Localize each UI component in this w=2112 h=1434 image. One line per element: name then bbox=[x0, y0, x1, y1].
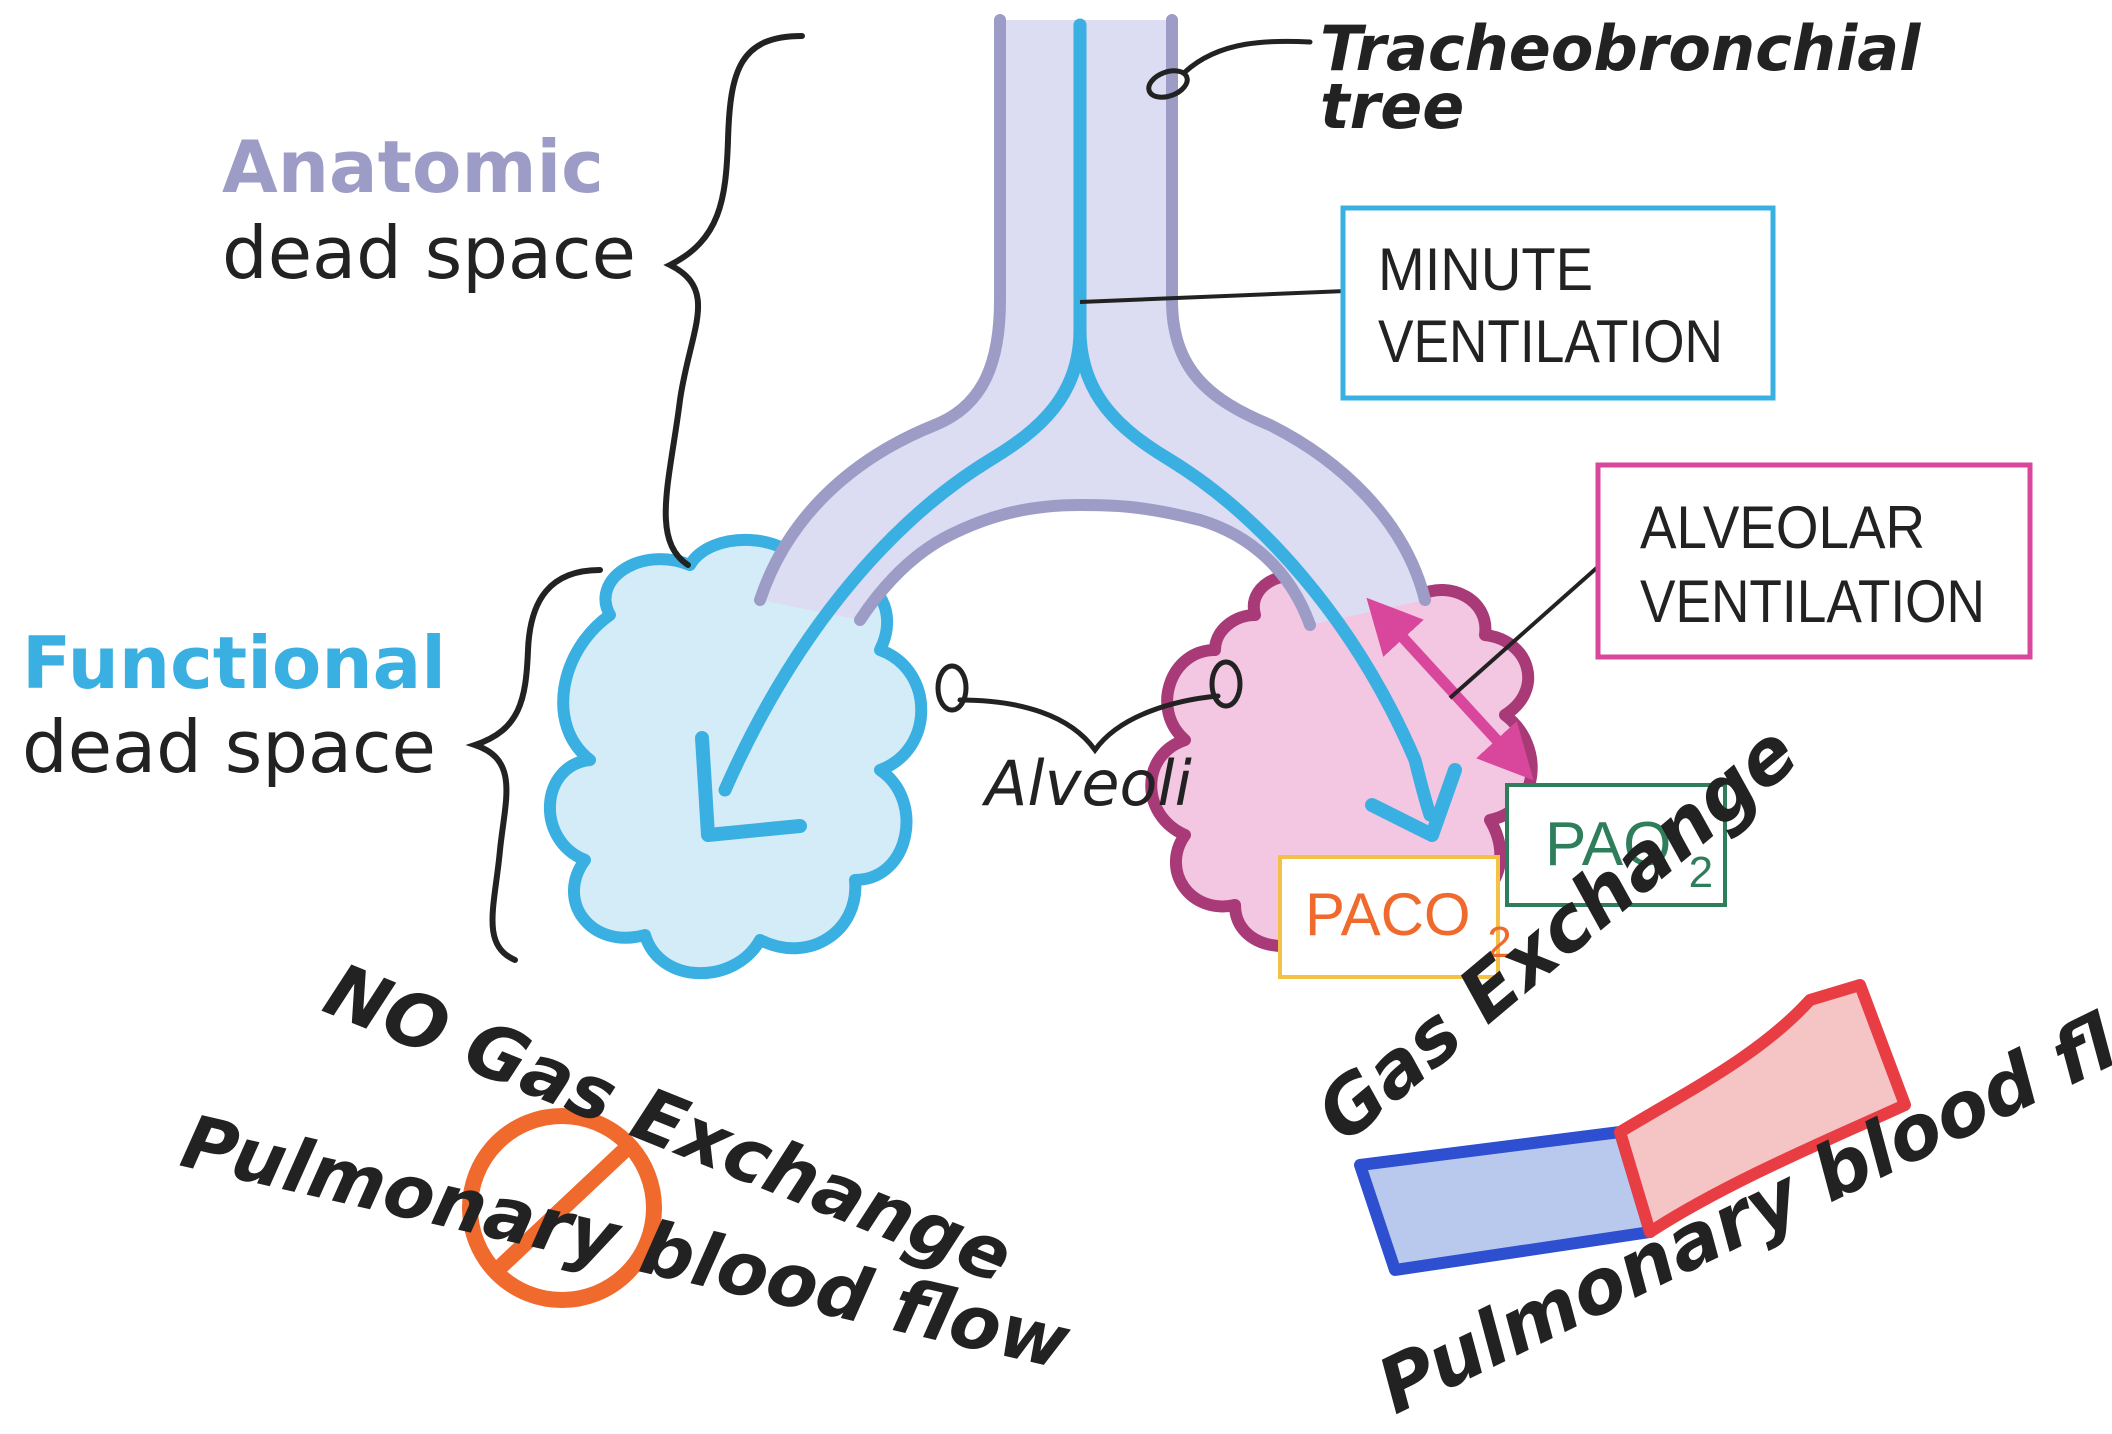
minute-ventilation-line1: MINUTE bbox=[1378, 236, 1593, 303]
anatomic-title: Anatomic bbox=[222, 125, 604, 209]
paco2-main: PACO bbox=[1305, 881, 1471, 948]
alveolar-ventilation-line1: ALVEOLAR bbox=[1640, 494, 1925, 561]
functional-subtitle: dead space bbox=[22, 705, 436, 789]
alveoli-pointer-ring-left bbox=[938, 666, 966, 710]
functional-title: Functional bbox=[22, 621, 446, 705]
trachea-pointer-line bbox=[1185, 41, 1310, 72]
anatomic-brace bbox=[666, 36, 802, 565]
anatomic-subtitle: dead space bbox=[222, 211, 636, 295]
alveoli-label: Alveoli bbox=[981, 747, 1192, 820]
trachea-label-line2: tree bbox=[1320, 70, 1464, 143]
alveolar-ventilation-line2: VENTILATION bbox=[1640, 568, 1985, 635]
minute-ventilation-line2: VENTILATION bbox=[1378, 308, 1723, 375]
